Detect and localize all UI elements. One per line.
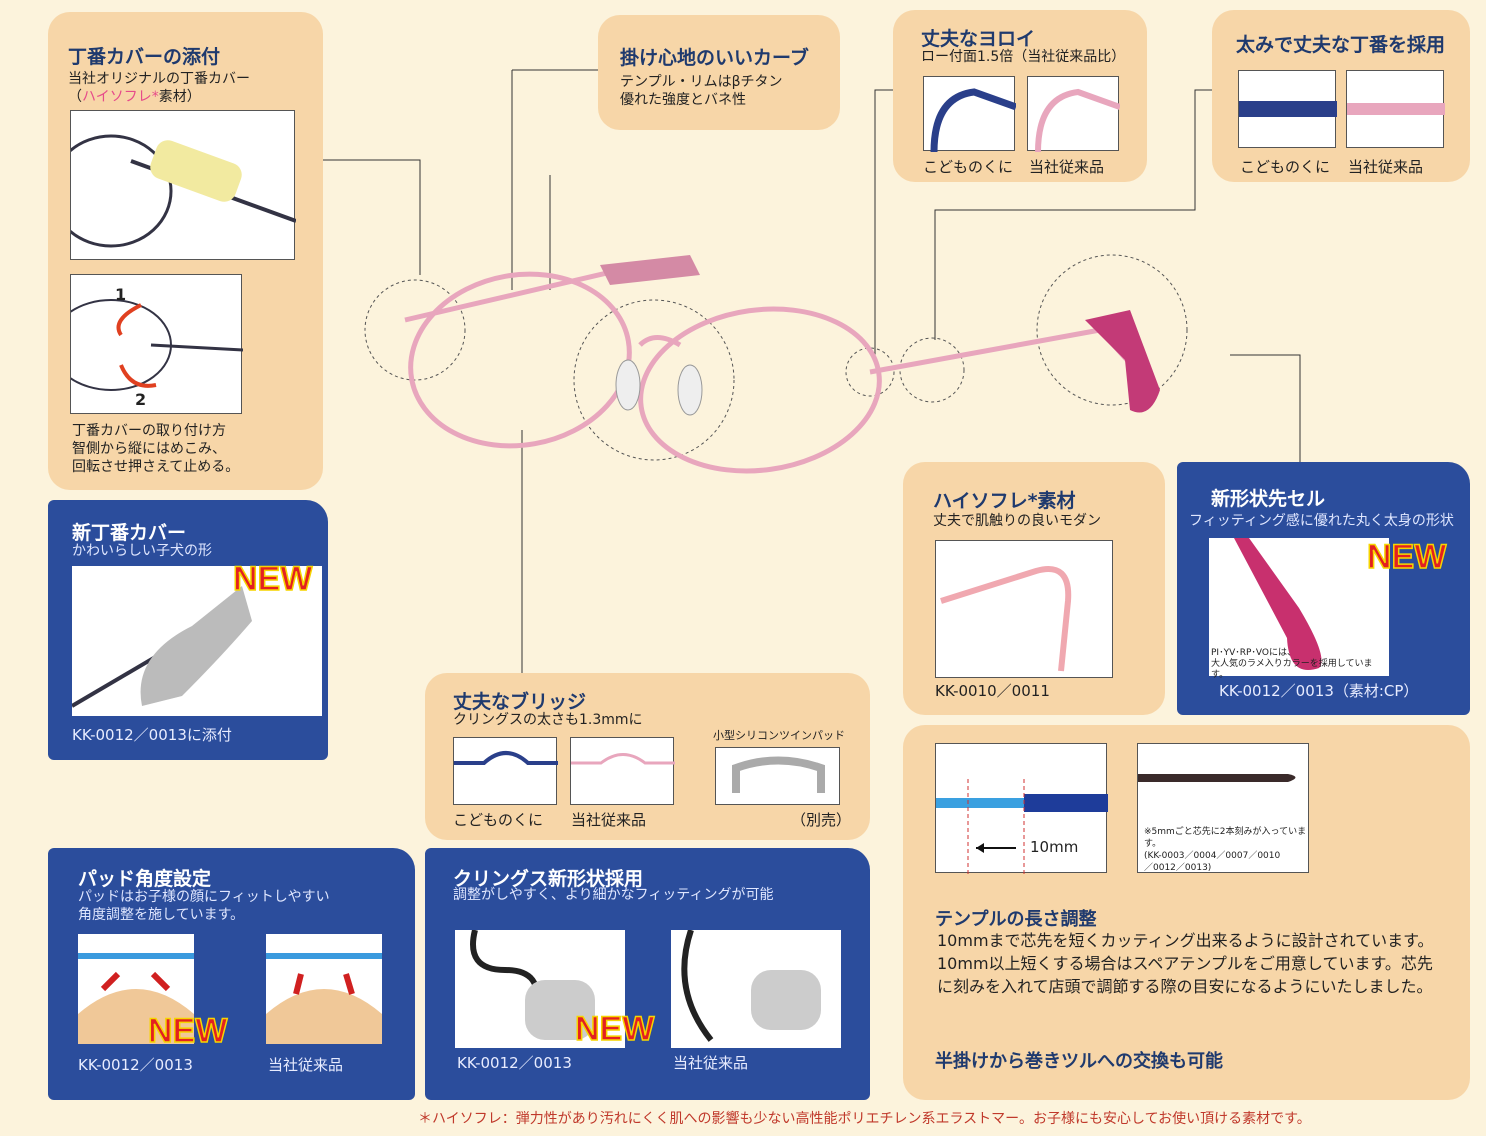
tip-caption: KK-0012／0013（素材:CP） [1219, 682, 1419, 700]
pad-angle-photo-new [78, 934, 194, 1044]
temple-tip-photo: ※5mmごと芯先に2本刻みが入っています。 (KK-0003／0004／0007／… [1137, 743, 1309, 873]
tip-title: 新形状先セル [1211, 488, 1326, 510]
yoroi-desc: ロー付面1.5倍（当社従来品比） [921, 49, 1126, 65]
pad-angle-title: パッド角度設定 [78, 868, 212, 890]
step-2-label: 2 [135, 390, 147, 409]
new-badge: NEW [1366, 537, 1447, 577]
yoroi-caption-b: 当社従来品 [1029, 158, 1105, 176]
hinge-photo-kodomo [1238, 70, 1337, 148]
new-hinge-cover-desc: かわいらしい子犬の形 [72, 543, 212, 559]
hisofure-title: ハイソフレ*素材 [933, 490, 1076, 512]
hinge-title: 太みで丈夫な丁番を採用 [1236, 34, 1446, 56]
tip-panel: 新形状先セル フィッティング感に優れた丸く太身の形状 PI･YV･RP･VOには… [1177, 462, 1470, 715]
bridge-caption-c: （別売） [791, 811, 852, 829]
curve-panel: 掛け心地のいいカーブ テンプル・リムはβチタン 優れた強度とバネ性 [598, 15, 840, 130]
tip-note1: PI･YV･RP･VOには、 [1211, 648, 1296, 658]
clings-panel: クリングス新形状採用 調整がしやすく、より細かなフィッティングが可能 NEW K… [425, 848, 870, 1100]
pad-label: 小型シリコンツインパッド [713, 729, 845, 742]
hisofure-caption: KK-0010／0011 [935, 682, 1050, 700]
hinge-photo-conventional [1346, 70, 1445, 148]
hinge-caption-b: 当社従来品 [1348, 158, 1424, 176]
new-badge: NEW [574, 1009, 655, 1049]
curve-desc2: 優れた強度とバネ性 [620, 92, 746, 108]
hinge-cover-howto-photo: 1 2 [70, 274, 243, 414]
tip-photo: PI･YV･RP･VOには、大人気のラメ入りカラーを採用しています。 [1209, 538, 1389, 680]
step-1-label: 1 [115, 285, 127, 304]
bridge-photo-kodomo [453, 737, 558, 805]
hinge-caption-a: こどものくに [1240, 158, 1331, 176]
pad-angle-desc1: パッドはお子様の顔にフィットしやすい [78, 889, 330, 905]
new-hinge-cover-title: 新丁番カバー [72, 522, 187, 544]
bridge-panel: 丈夫なブリッジ クリングスの太さも1.3mmに 小型シリコンツインパッド こども… [425, 673, 870, 840]
yoroi-caption-a: こどものくに [923, 158, 1014, 176]
temple-extra: 半掛けから巻きツルへの交換も可能 [935, 1051, 1223, 1072]
yoroi-title: 丈夫なヨロイ [921, 28, 1036, 50]
hisofure-photo [935, 540, 1113, 678]
clings-desc: 調整がしやすく、より細かなフィッティングが可能 [453, 887, 774, 903]
clings-title: クリングス新形状採用 [453, 868, 644, 890]
pad-angle-caption-b: 当社従来品 [268, 1056, 344, 1074]
temple-body: 10mmまで芯先を短くカッティング出来るように設計されています。10mm以上短く… [937, 931, 1434, 996]
pad-angle-panel: パッド角度設定 パッドはお子様の顔にフィットしやすい 角度調整を施しています。 … [48, 848, 415, 1100]
pad-angle-photo-conventional [266, 934, 382, 1044]
pad-photo [715, 747, 840, 805]
bridge-photo-conventional [570, 737, 675, 805]
tip-desc: フィッティング感に優れた丸く太身の形状 [1189, 513, 1454, 529]
temple-note1: ※5mmごと芯先に2本刻みが入っています。 [1144, 827, 1307, 849]
new-badge: NEW [232, 559, 313, 599]
new-badge: NEW [147, 1011, 228, 1051]
new-hinge-cover-caption: KK-0012／0013に添付 [72, 726, 232, 744]
bridge-desc: クリングスの太さも1.3mmに [453, 712, 643, 728]
hisofure-desc: 丈夫で肌触りの良いモダン [933, 513, 1101, 529]
temple-cut-diagram: 10mm [935, 743, 1108, 874]
new-hinge-cover-panel: 新丁番カバー かわいらしい子犬の形 NEW KK-0012／0013に添付 [48, 500, 328, 760]
hinge-cover-panel: 丁番カバーの添付 当社オリジナルの丁番カバー （ハイソフレ*素材） 1 2 丁番… [48, 12, 323, 490]
hinge-cover-photo [70, 110, 296, 260]
hinge-cover-title: 丁番カバーの添付 [68, 46, 221, 68]
howto-title: 丁番カバーの取り付け方 [72, 423, 226, 439]
temple-note3: ／0012／0013) [1144, 863, 1212, 873]
howto-line2: 回転させ押さえて止める。 [72, 459, 240, 475]
yoroi-photo-kodomo [923, 76, 1016, 152]
material-name: ハイソフレ* [82, 89, 159, 105]
yoroi-photo-conventional [1027, 76, 1120, 152]
bridge-caption-a: こどものくに [453, 811, 544, 829]
clings-photo-conventional [671, 930, 841, 1048]
clings-caption-a: KK-0012／0013 [457, 1054, 572, 1072]
pad-angle-desc2: 角度調整を施しています。 [78, 907, 245, 923]
clings-caption-b: 当社従来品 [673, 1054, 749, 1072]
temple-title: テンプルの長さ調整 [935, 909, 1097, 930]
temple-note2: (KK-0003／0004／0007／0010 [1144, 851, 1281, 861]
tip-note2: 大人気のラメ入りカラーを採用しています。 [1211, 659, 1373, 680]
bridge-title: 丈夫なブリッジ [453, 691, 587, 713]
howto-line1: 智側から縦にはめこみ、 [72, 441, 226, 457]
curve-title: 掛け心地のいいカーブ [620, 47, 809, 69]
new-hinge-cover-photo [72, 566, 322, 716]
paren: 素材） [158, 89, 201, 105]
hisofure-panel: ハイソフレ*素材 丈夫で肌触りの良いモダン KK-0010／0011 [903, 462, 1165, 715]
hinge-cover-material: （ハイソフレ*素材） [68, 88, 201, 106]
paren: （ [68, 89, 82, 105]
curve-desc1: テンプル・リムはβチタン [620, 74, 783, 90]
hinge-cover-desc: 当社オリジナルの丁番カバー [68, 71, 250, 87]
hinge-panel: 太みで丈夫な丁番を採用 こどものくに 当社従来品 [1212, 10, 1470, 182]
yoroi-panel: 丈夫なヨロイ ロー付面1.5倍（当社従来品比） こどものくに 当社従来品 [893, 10, 1147, 182]
temple-measure: 10mm [1030, 838, 1079, 856]
footnote: ＊ハイソフレ：弾力性があり汚れにくく肌への影響も少ない高性能ポリエチレン系エラス… [418, 1111, 1311, 1127]
clings-photo-new [455, 930, 625, 1048]
pad-angle-caption-a: KK-0012／0013 [78, 1056, 193, 1074]
temple-panel: 10mm ※5mmごと芯先に2本刻みが入っています。 (KK-0003／0004／… [903, 725, 1470, 1100]
bridge-caption-b: 当社従来品 [571, 811, 647, 829]
